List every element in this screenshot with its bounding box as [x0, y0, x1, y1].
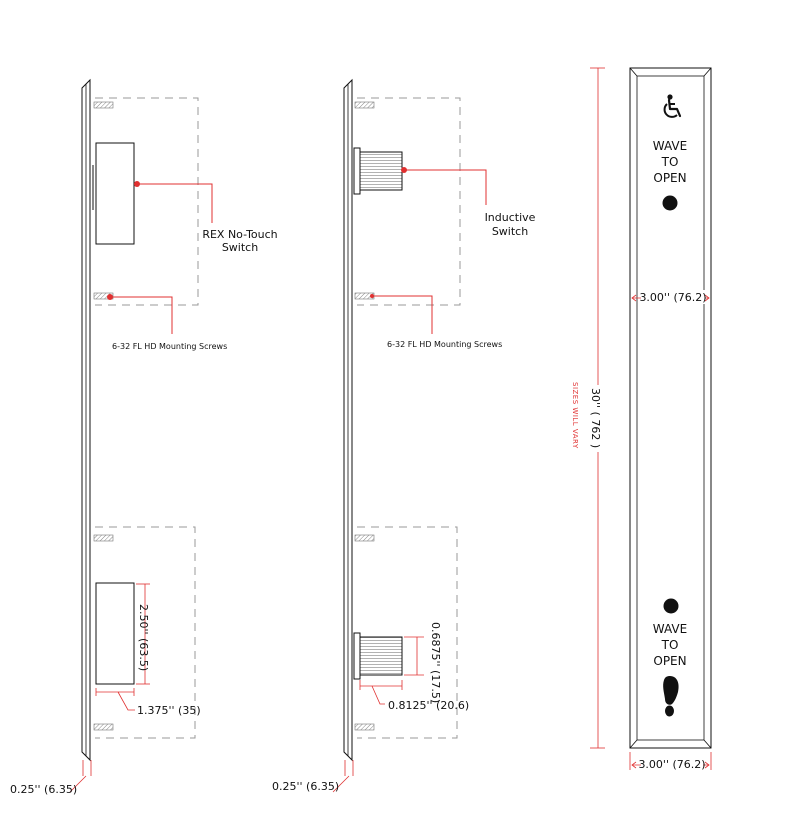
plate-inner [636, 75, 705, 741]
plate-top-text-3: OPEN [653, 171, 686, 185]
inductive-switch-label-1: Inductive [485, 211, 536, 224]
middle-side-view: Inductive Switch 6-32 FL HD Mounting Scr… [272, 78, 536, 793]
screw-left-3 [93, 534, 114, 542]
inductive-height-dim: 0.6875'' (17.5) [429, 622, 442, 703]
screw-mid-4 [354, 723, 375, 731]
inductive-switch-body-top [359, 151, 403, 191]
left-enclosure-bottom [95, 526, 196, 739]
plate-bottom-text-2: TO [661, 638, 679, 652]
screw-left-1 [93, 101, 114, 109]
screw-left-2 [93, 292, 114, 300]
middle-thickness-dim: 0.25'' (6.35) [272, 780, 339, 793]
middle-enclosure-bottom [357, 526, 458, 739]
plate-top-text-2: TO [661, 155, 679, 169]
wheelchair-icon [663, 94, 682, 118]
sensor-dot-icon-bottom [663, 598, 679, 614]
sizes-will-vary-note: SIZES WILL VARY [571, 382, 579, 449]
screw-mid-1 [354, 101, 375, 109]
plate-width-dim-bottom: 3.00'' (76.2) [638, 758, 705, 771]
left-thickness-dim: 0.25'' (6.35) [10, 783, 77, 796]
inductive-switch-label-2: Switch [492, 225, 528, 238]
rex-switch-box-top [95, 142, 135, 245]
plate-front-view: WAVE TO OPEN 3.00'' (76.2) WAVE TO OPEN … [571, 67, 712, 771]
screw-left-4 [93, 723, 114, 731]
plate-width-dim-inner: 3.00'' (76.2) [639, 291, 706, 304]
inductive-switch-body-bottom [359, 636, 403, 676]
left-side-view: REX No-Touch Switch 6-32 FL HD Mounting … [10, 78, 278, 796]
plate-top-text-1: WAVE [653, 139, 687, 153]
plate-bottom-text-3: OPEN [653, 654, 686, 668]
rex-height-dim: 2.50'' (63.5) [137, 604, 150, 671]
rex-width-dim: 1.375'' (35) [137, 704, 201, 717]
screw-mid-3 [354, 534, 375, 542]
plate-bottom-text-1: WAVE [653, 622, 687, 636]
left-plate-side [81, 78, 91, 762]
plate-height-dim: 30'' ( 762 ) [589, 388, 602, 448]
rex-switch-box-bottom [95, 582, 135, 685]
middle-plate-side [343, 78, 353, 762]
sensor-dot-icon-top [662, 195, 678, 211]
inductive-switch-nut-bottom [353, 632, 361, 680]
rex-switch-label-2: Switch [222, 241, 258, 254]
screws-label-left: 6-32 FL HD Mounting Screws [112, 342, 227, 351]
footprint-icon [663, 676, 679, 717]
screws-label-mid: 6-32 FL HD Mounting Screws [387, 340, 502, 349]
plate-outer [629, 67, 712, 749]
middle-enclosure-top [357, 97, 461, 306]
rex-switch-label-1: REX No-Touch [202, 228, 277, 241]
inductive-switch-nut-top [353, 147, 361, 195]
inductive-width-dim: 0.8125'' (20.6) [388, 699, 469, 712]
